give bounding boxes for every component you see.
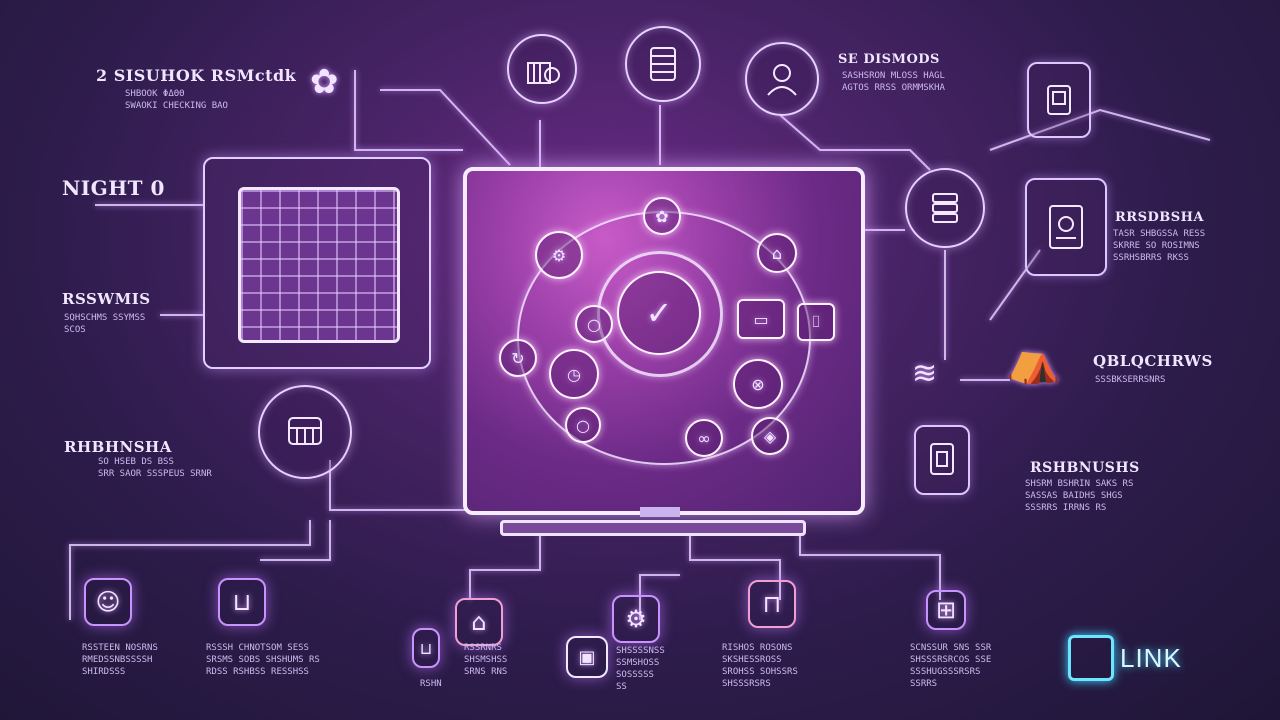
- clock-icon: ◷: [549, 349, 599, 399]
- central-monitor: ✓ ⚙ ✿ ⌂ ○ ▭ ⌷ ↻ ◷ ⊗ ○ ∞ ◈: [463, 167, 865, 515]
- grid-tablet: [203, 157, 431, 369]
- bottom-text-3b: RSHN: [420, 679, 442, 689]
- top-left-title: 2 SISUHOK RSMctdk: [96, 66, 297, 85]
- database-icon: [625, 26, 701, 102]
- document-icon: [1027, 62, 1091, 138]
- checkmark-icon: ✓: [617, 271, 701, 355]
- molecule-icon: ✿: [310, 62, 339, 102]
- bottom-text-6: SCNSSUR SNS SSR SHSSSRSRCOS SSE SSSHUGSS…: [910, 643, 992, 689]
- right-low-subtitle: SHSRM BSHRIN SAKS RS SASSAS BAIDHS SHGS …: [1025, 479, 1134, 513]
- tent-icon: ⛺: [1006, 335, 1061, 386]
- shield-icon: ◈: [751, 417, 789, 455]
- stack-icon: [905, 168, 985, 248]
- storage-icon: [258, 385, 352, 479]
- target-icon: ⊗: [733, 359, 783, 409]
- left-low-subtitle: SO HSEB DS BSS SRR SAOR SSSPEUS SRNR: [98, 457, 212, 479]
- monitor-neck: [640, 507, 680, 517]
- bottom-icon-7: ⊓: [748, 580, 796, 628]
- left-mid-subtitle: SQHSCHMS SSYMSS SCOS: [64, 313, 146, 335]
- right-mid-subtitle: SSSBKSERRSNRS: [1095, 375, 1166, 385]
- bottom-icon-5: ▣: [566, 636, 608, 678]
- gear-icon: ⚙: [535, 231, 583, 279]
- link-logo-text: LINK: [1120, 642, 1182, 673]
- left-low-title: RHBHNSHA: [64, 438, 172, 456]
- bracket-icon: ⌷: [797, 303, 835, 341]
- link-logo: LINK: [1068, 628, 1198, 688]
- user-icon: [745, 42, 819, 116]
- bottom-icon-6: ⚙: [612, 595, 660, 643]
- ring-icon: ○: [575, 305, 613, 343]
- link-logo-mark: [1068, 635, 1114, 681]
- bottom-icon-4: ⌂: [455, 598, 503, 646]
- top-right-title: SE DISMODS: [838, 52, 940, 67]
- bottom-text-2: RSSSH CHNOTSOM SESS SRSMS SOBS SHSHUMS R…: [206, 643, 320, 677]
- bottom-text-1: RSSTEEN NOSRNS RMEDSSNBSSSSH SHIRDSSS: [82, 643, 158, 677]
- right-top-title: RRSDBSHA: [1115, 210, 1205, 225]
- bottom-icon-8: ⊞: [926, 590, 966, 630]
- left-mid-title: RSSWMIS: [62, 290, 151, 308]
- node-icon-top: ✿: [643, 197, 681, 235]
- top-right-subtitle: SASHSRON MLOSS HAGL AGTOS RRSS ORMMSKHA: [842, 71, 945, 93]
- bottom-icon-3: ⊔: [412, 628, 440, 668]
- left-small-label: NIGHT 0: [62, 176, 165, 200]
- right-mid-title: QBLQCHRWS: [1093, 352, 1213, 370]
- bottom-icon-1: ☺: [84, 578, 132, 626]
- wave-icon: ≋: [912, 356, 938, 391]
- bottom-text-4: SHSSSSNSS SSMSHOSS SOSSSSS SS: [616, 646, 665, 692]
- cycle-icon: ↻: [499, 339, 537, 377]
- right-low-title: RSHBNUSHS: [1030, 460, 1140, 476]
- top-left-subtitle: SHBOOK ΦΔΘΘ SWAOKI CHECKING BAO: [125, 89, 228, 111]
- lock-icon: ⌂: [757, 233, 797, 273]
- grid-screen: [238, 187, 400, 343]
- monitor-stand: [500, 520, 806, 536]
- card-icon: ▭: [737, 299, 785, 339]
- tag-icon: [914, 425, 970, 495]
- circle-icon: ○: [565, 407, 601, 443]
- link-icon: ∞: [685, 419, 723, 457]
- bottom-icon-2: ⊔: [218, 578, 266, 626]
- bottom-text-5: RISHOS ROSONS SKSHESSROSS SROHSS SOHSSRS…: [722, 643, 798, 689]
- right-top-subtitle: TASR SHBGSSA RESS SKRRE SO ROSIMNS SSRHS…: [1113, 229, 1206, 263]
- bottom-text-3: RSSRNRS SHSMSHSS SRNS RNS: [464, 643, 508, 677]
- server-icon: [507, 34, 577, 104]
- report-icon: [1025, 178, 1107, 276]
